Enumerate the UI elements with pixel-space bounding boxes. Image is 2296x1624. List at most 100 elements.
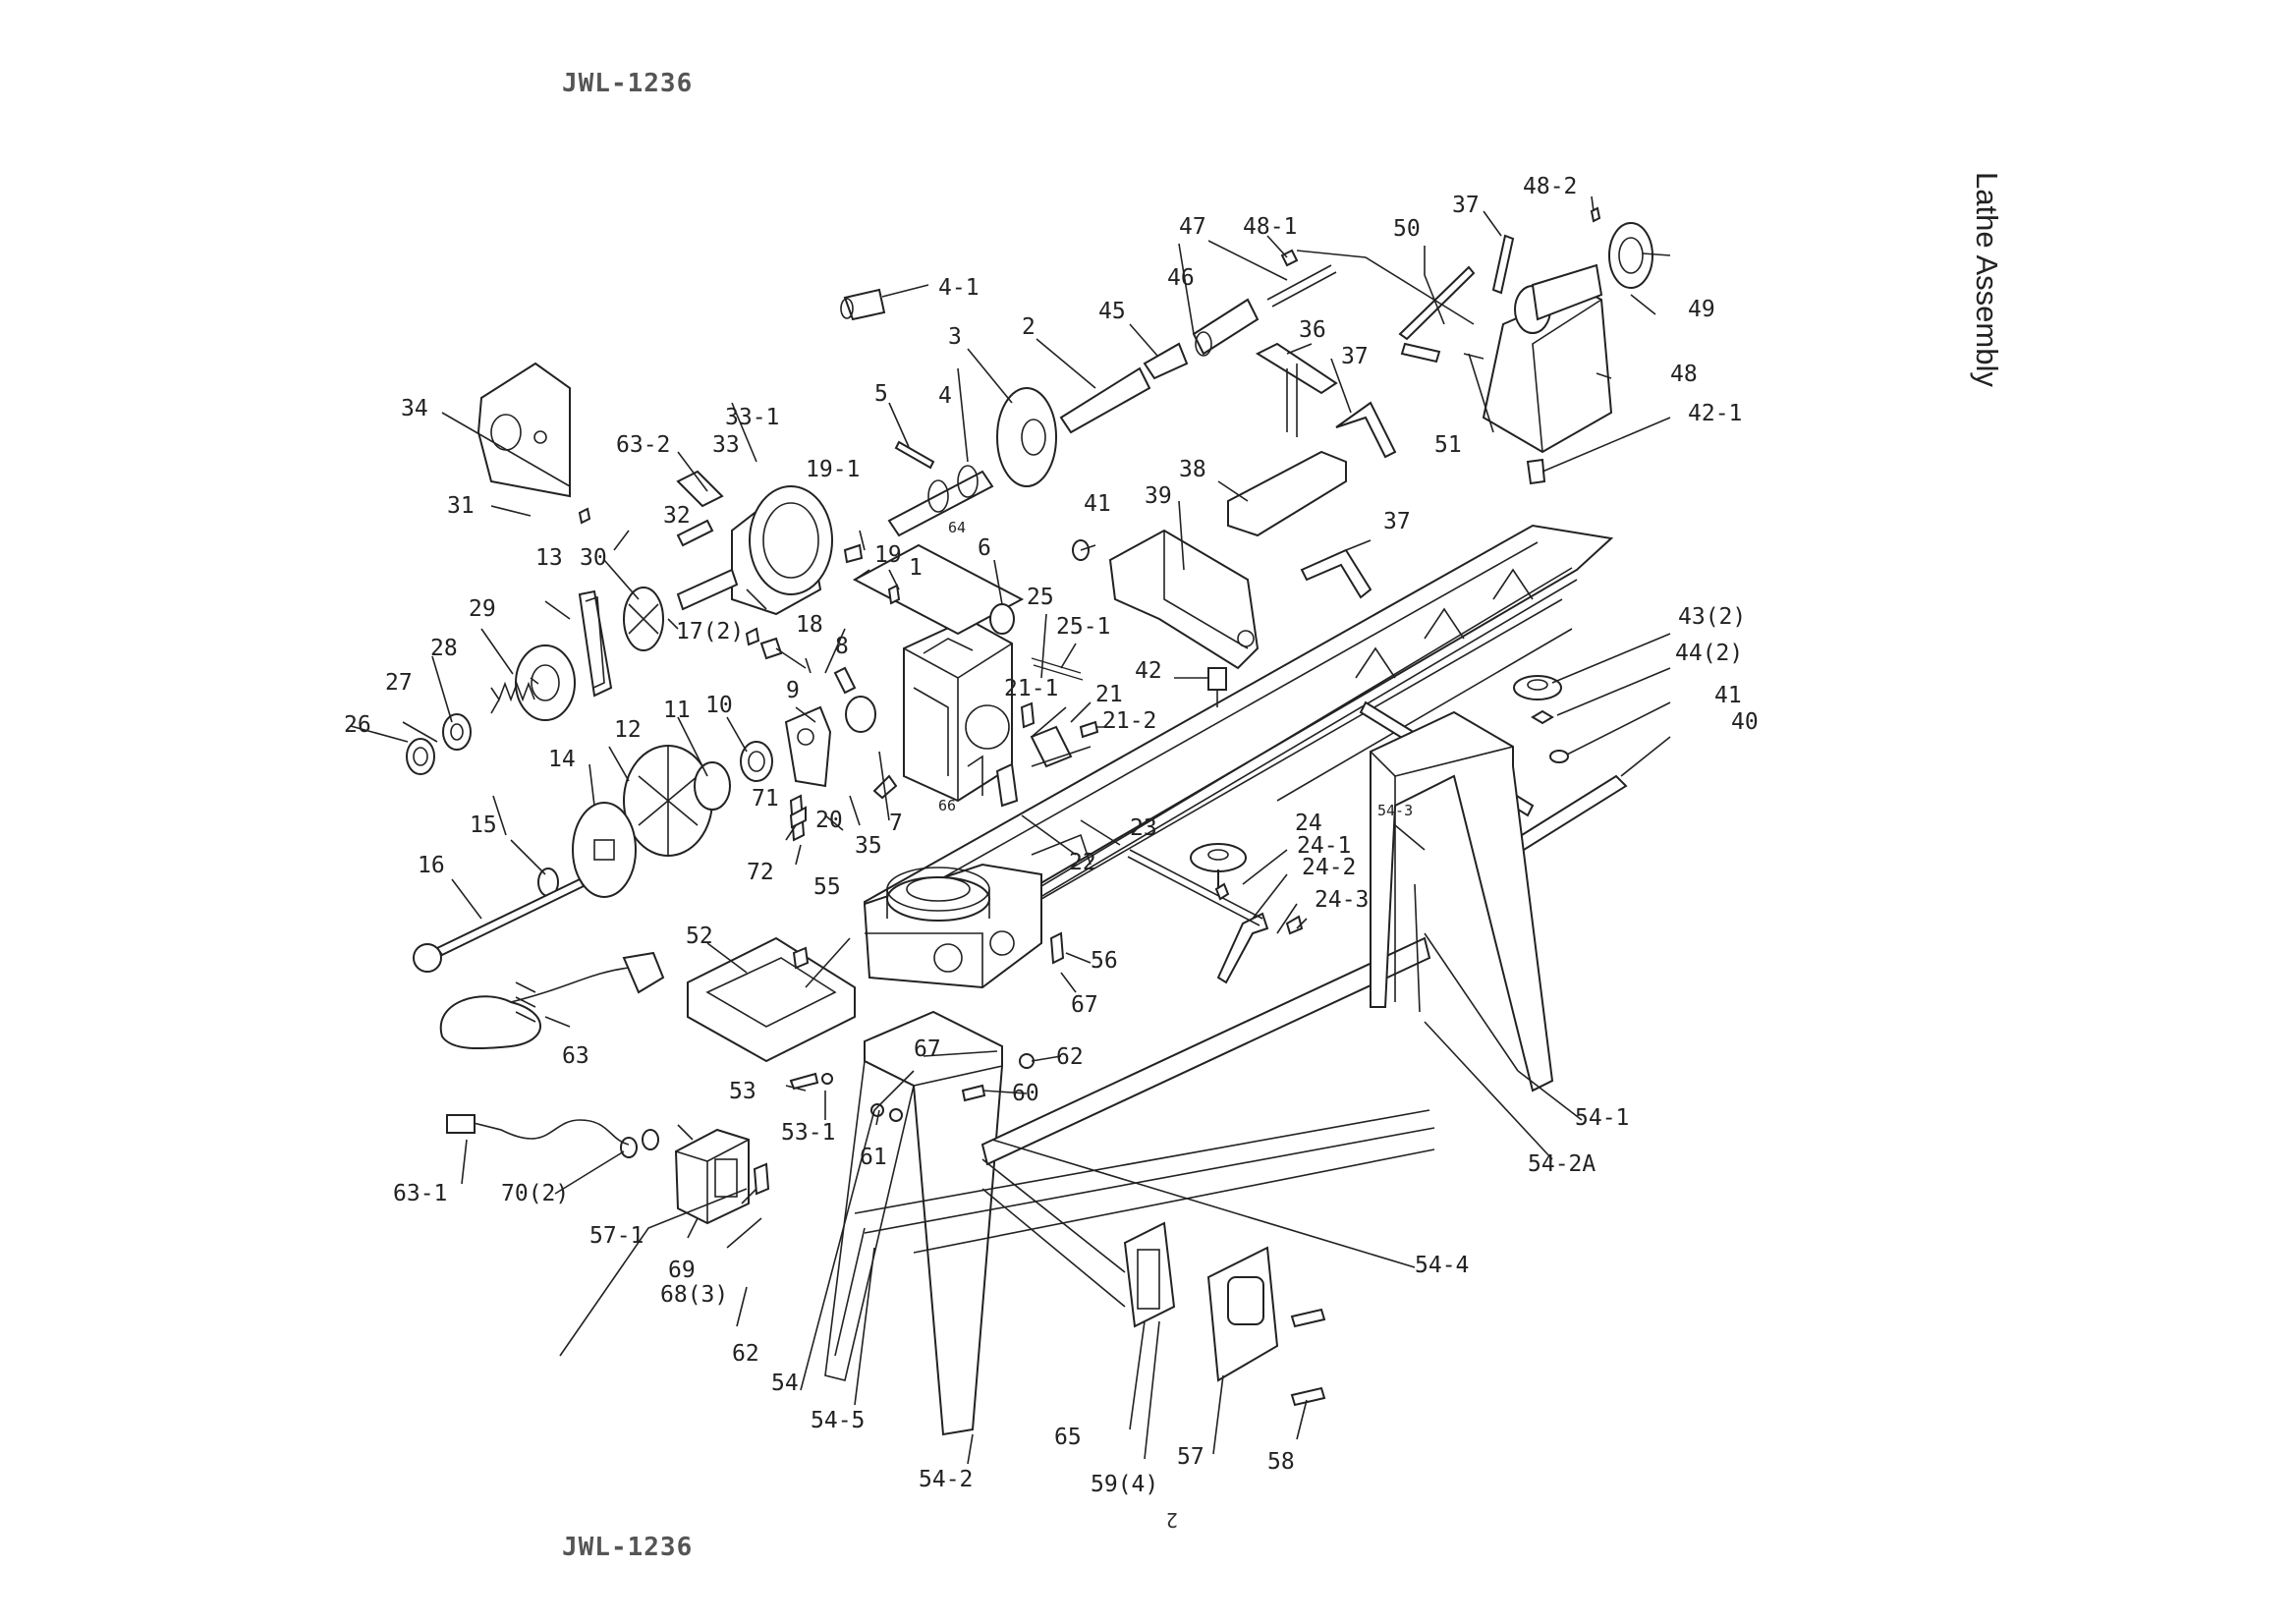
part-37-handle-banjo — [1300, 548, 1372, 599]
callout-46: 46 — [1167, 265, 1195, 291]
callout-65: 65 — [1054, 1425, 1082, 1450]
part-23-bolt — [1127, 849, 1263, 926]
part-45-live-center — [1143, 342, 1189, 380]
callout-72: 72 — [747, 860, 774, 885]
callout-26: 26 — [344, 712, 371, 738]
callout-1: 1 — [909, 555, 923, 581]
callout-44-2: 44(2) — [1675, 641, 1743, 666]
part-42-1-stud — [1526, 458, 1546, 485]
callout-53-1: 53-1 — [781, 1120, 835, 1146]
callout-52: 52 — [686, 924, 713, 949]
callout-38: 38 — [1179, 457, 1206, 482]
callout-51: 51 — [1434, 432, 1462, 458]
part-27-washer — [442, 713, 472, 751]
part-2-spur-center — [1059, 366, 1151, 434]
part-54-2-leg-front — [824, 1010, 1003, 1436]
part-4-1-plug — [840, 288, 886, 321]
callout-37-b: 37 — [1341, 344, 1369, 369]
callout-41-b: 41 — [1084, 491, 1111, 517]
callout-21: 21 — [1095, 682, 1123, 707]
callout-36: 36 — [1299, 317, 1326, 343]
callout-23: 23 — [1130, 815, 1157, 841]
callout-9: 9 — [786, 678, 800, 703]
callout-59-4: 59(4) — [1091, 1472, 1158, 1497]
callout-6: 6 — [978, 535, 991, 561]
callout-19-1: 19-1 — [806, 457, 860, 482]
part-54-5-brace — [854, 1109, 1435, 1254]
part-32-key — [676, 519, 714, 547]
part-24-cam — [1190, 843, 1247, 889]
callout-39: 39 — [1145, 483, 1172, 509]
callout-61: 61 — [860, 1145, 887, 1170]
callout-63-1: 63-1 — [393, 1181, 447, 1206]
callout-41-a: 41 — [1714, 683, 1742, 708]
part-33-motor — [676, 485, 833, 616]
callout-57: 57 — [1177, 1444, 1204, 1470]
callout-54-5: 54-5 — [811, 1408, 865, 1433]
callout-54-1: 54-1 — [1575, 1105, 1629, 1131]
part-48-tailstock — [1482, 263, 1613, 454]
part-callouts: 1 2 3 4 4-1 5 6 7 8 9 10 11 12 13 14 15 … — [344, 174, 1759, 1497]
callout-67-a: 67 — [1071, 992, 1098, 1018]
callout-22: 22 — [1069, 850, 1096, 875]
callout-19: 19 — [874, 542, 902, 568]
callout-2: 2 — [1022, 314, 1036, 340]
callout-12: 12 — [614, 717, 642, 743]
part-57-1-junction-box — [674, 1128, 750, 1225]
callout-15: 15 — [470, 812, 497, 838]
callout-37-c: 37 — [1383, 509, 1411, 534]
part-4-spindle — [887, 465, 994, 537]
part-11-retaining-ring — [694, 761, 731, 811]
part-50-lock-handle — [1398, 265, 1476, 341]
callout-40: 40 — [1731, 709, 1759, 735]
callout-66: 66 — [938, 797, 956, 814]
callout-33: 33 — [712, 432, 740, 458]
callout-37-a: 37 — [1452, 193, 1480, 218]
part-63-motor-cord — [439, 951, 665, 1050]
callout-24-1: 24-1 — [1297, 833, 1351, 859]
model-header-bottom: JWL-1236 — [562, 1533, 694, 1562]
callout-53: 53 — [729, 1079, 756, 1104]
callout-25-1: 25-1 — [1056, 614, 1110, 640]
callout-64: 64 — [948, 519, 966, 536]
callout-57-1: 57-1 — [589, 1223, 644, 1249]
part-24-1-lever — [1216, 912, 1269, 984]
callout-48-1: 48-1 — [1243, 214, 1297, 240]
part-16-knockout-bar — [413, 877, 586, 973]
model-header-top: JWL-1236 — [562, 69, 694, 98]
part-22-bracket — [995, 762, 1019, 808]
part-14-pulley — [572, 802, 637, 898]
part-30-pulley — [623, 587, 664, 651]
part-28-spring — [490, 677, 539, 714]
part-57-switch — [1206, 1246, 1279, 1382]
callout-14: 14 — [548, 747, 576, 772]
callout-54-3: 54-3 — [1377, 802, 1413, 819]
small-hardware — [578, 206, 1601, 1122]
callout-69: 69 — [668, 1258, 696, 1283]
leader-lines — [350, 196, 1671, 1465]
callout-17-2: 17(2) — [676, 619, 744, 644]
callout-31: 31 — [447, 493, 475, 519]
callout-24: 24 — [1295, 811, 1322, 836]
callout-58: 58 — [1267, 1449, 1295, 1475]
callout-47: 47 — [1179, 214, 1206, 240]
part-38-rest-holder — [1227, 450, 1347, 537]
part-64-plate — [852, 543, 1025, 636]
callout-24-2: 24-2 — [1302, 855, 1356, 880]
callout-68-3: 68(3) — [660, 1282, 728, 1308]
part-7-bearing — [845, 696, 876, 733]
callout-56: 56 — [1091, 948, 1118, 974]
callout-62-b: 62 — [732, 1341, 759, 1367]
part-54-4-long-brace — [980, 936, 1431, 1166]
callout-18: 18 — [796, 612, 823, 638]
callout-25: 25 — [1027, 585, 1054, 610]
callout-54-2: 54-2 — [919, 1467, 973, 1492]
callout-24-3: 24-3 — [1315, 887, 1369, 913]
part-51-pin — [1400, 342, 1484, 364]
callout-67-b: 67 — [914, 1036, 941, 1062]
callout-27: 27 — [385, 670, 413, 696]
part-37-handle-tailstock — [1491, 234, 1515, 295]
callout-7: 7 — [889, 811, 903, 836]
callout-70-2: 70(2) — [501, 1181, 569, 1206]
callout-30: 30 — [580, 545, 607, 571]
